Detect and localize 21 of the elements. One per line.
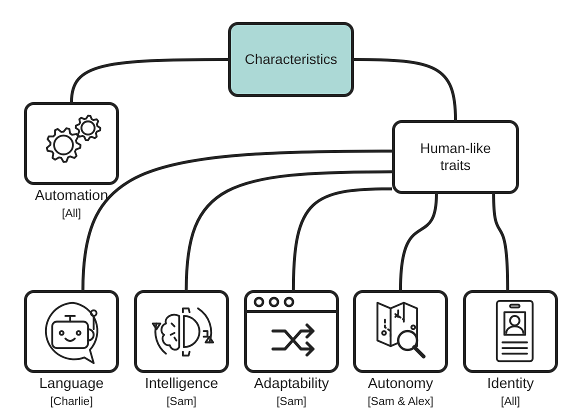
node-label: Language (39, 376, 104, 392)
connector-line (399, 194, 438, 290)
connector-line (292, 187, 392, 290)
node-label: Autonomy (368, 376, 434, 392)
node-label: Intelligence (144, 376, 218, 392)
assignee-label: [Charlie] (50, 396, 93, 409)
connector-line (81, 150, 392, 290)
assignee-label: [Sam] (276, 396, 307, 409)
connector-line (70, 58, 228, 102)
node-label: Identity (487, 376, 534, 392)
node-label: Human-like traits (419, 140, 492, 174)
assignee-label: [All] (62, 208, 82, 221)
node-label: Characteristics (244, 51, 338, 68)
assignee-label: [Sam & Alex] (368, 396, 434, 409)
connector-line (184, 170, 392, 290)
assignee-label: [All] (500, 396, 520, 409)
node-label: Automation (34, 188, 108, 204)
connector-line (492, 194, 510, 290)
node-label: Adaptability (254, 376, 329, 392)
connector-line (354, 58, 457, 120)
assignee-label: [Sam] (166, 396, 197, 409)
